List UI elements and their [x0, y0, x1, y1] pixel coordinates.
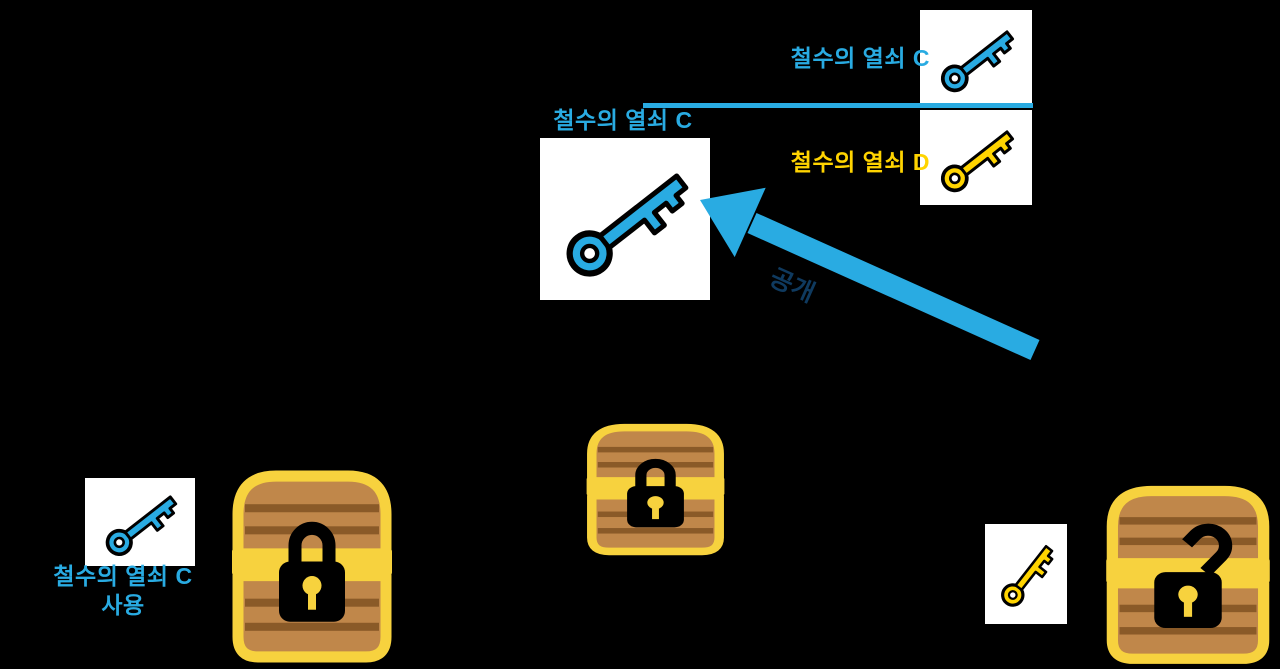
treasure-chest-unlocked-icon — [1106, 485, 1270, 664]
encrypt-key-card — [85, 478, 195, 566]
yellow-key-icon — [990, 534, 1062, 614]
treasure-chest-locked-icon — [232, 470, 392, 663]
blue-key-icon — [929, 15, 1023, 100]
encrypt-note-line1: 철수의 열쇠 C — [53, 563, 193, 589]
key-pair-yellow-label: 철수의 열쇠 D — [790, 149, 930, 175]
published-key-label: 철수의 열쇠 C — [553, 107, 693, 133]
decrypt-key-card — [985, 524, 1067, 624]
blue-key-icon — [94, 480, 186, 563]
key-pair-separator-line — [643, 103, 1033, 108]
key-pair-blue-label: 철수의 열쇠 C — [790, 45, 930, 71]
yellow-key-icon — [929, 115, 1023, 200]
blue-key-icon — [547, 148, 704, 290]
published-key-card — [540, 138, 710, 300]
publish-arrow — [700, 187, 1040, 361]
key-pair-blue-card — [920, 10, 1032, 105]
treasure-chest-locked-icon — [586, 423, 725, 556]
key-pair-yellow-card — [920, 110, 1032, 205]
encrypt-note-line2: 사용 — [101, 592, 145, 618]
